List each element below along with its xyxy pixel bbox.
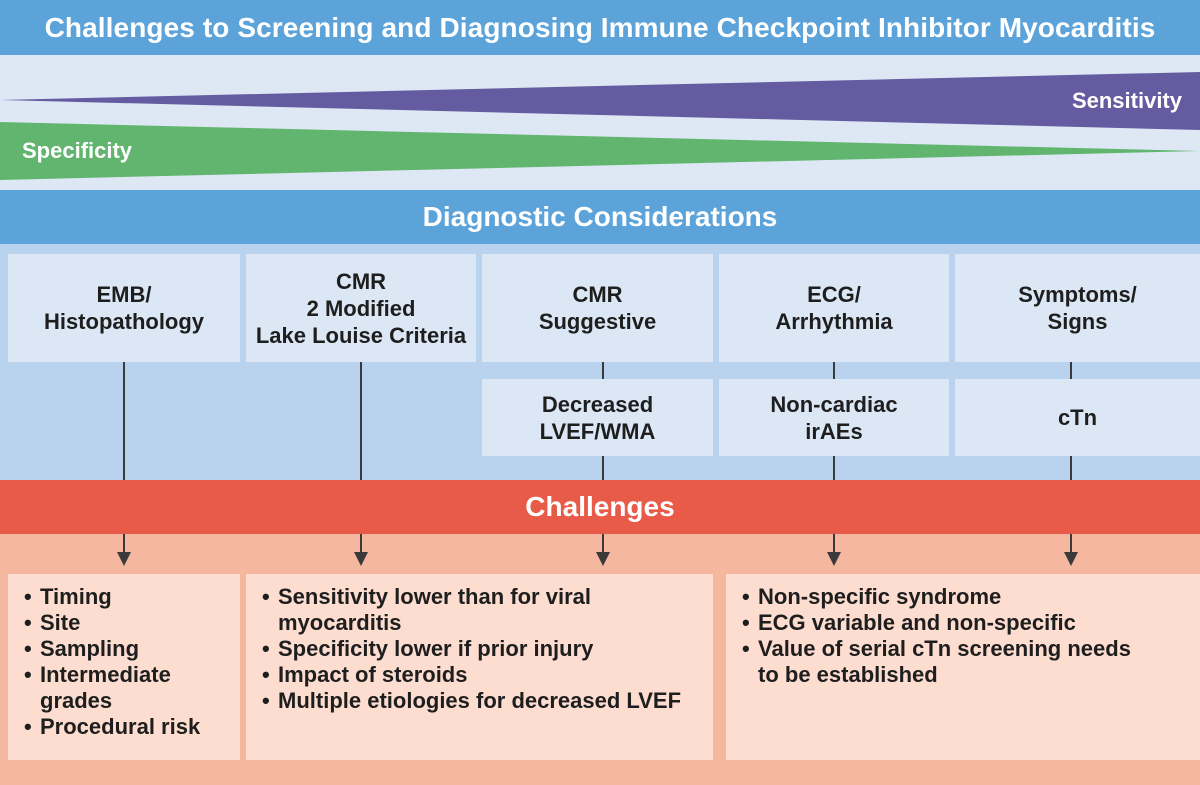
consideration-emb: EMB/ Histopathology — [8, 254, 240, 362]
consideration-ctn: cTn — [955, 379, 1200, 456]
diagnostic-considerations-header: Diagnostic Considerations — [0, 190, 1200, 244]
arrow-down-icon — [827, 552, 841, 566]
challenge-item: Impact of steroids — [260, 662, 713, 688]
connector-line — [602, 362, 604, 379]
challenge-box-clinical: Non-specific syndrome ECG variable and n… — [726, 574, 1200, 760]
arrow-line — [123, 534, 125, 554]
challenge-item: Specificity lower if prior injury — [260, 636, 713, 662]
challenge-item: Intermediate grades — [22, 662, 202, 714]
arrow-line — [833, 534, 835, 554]
challenge-item: Procedural risk — [22, 714, 240, 740]
diagram-title: Challenges to Screening and Diagnosing I… — [0, 0, 1200, 55]
specificity-label: Specificity — [22, 138, 133, 163]
sensitivity-specificity-gradient: Sensitivity Specificity — [0, 55, 1200, 190]
consideration-ecg: ECG/ Arrhythmia — [719, 254, 949, 362]
challenges-header: Challenges — [0, 480, 1200, 534]
consideration-decreased-lvef: Decreased LVEF/WMA — [482, 379, 713, 456]
connector-line — [123, 362, 125, 480]
arrow-line — [602, 534, 604, 554]
connector-line — [1070, 362, 1072, 379]
gradient-wedges — [0, 72, 1200, 180]
consideration-cmr-lake-louise: CMR 2 Modified Lake Louise Criteria — [246, 254, 476, 362]
arrow-down-icon — [117, 552, 131, 566]
challenge-list: Non-specific syndrome ECG variable and n… — [740, 584, 1200, 688]
connector-line — [360, 362, 362, 480]
challenge-box-emb: Timing Site Sampling Intermediate grades… — [8, 574, 240, 760]
challenge-list: Sensitivity lower than for viral myocard… — [260, 584, 713, 714]
consideration-symptoms: Symptoms/ Signs — [955, 254, 1200, 362]
challenge-item: Value of serial cTn screening needs to b… — [740, 636, 1140, 688]
challenge-list: Timing Site Sampling Intermediate grades… — [22, 584, 240, 740]
arrow-down-icon — [354, 552, 368, 566]
connector-line — [602, 456, 604, 480]
consideration-cmr-suggestive: CMR Suggestive — [482, 254, 713, 362]
connector-line — [833, 456, 835, 480]
specificity-wedge — [0, 122, 1200, 180]
consideration-noncardiac-iraes: Non-cardiac irAEs — [719, 379, 949, 456]
challenge-item: Sensitivity lower than for viral myocard… — [260, 584, 620, 636]
challenge-item: Sampling — [22, 636, 240, 662]
sensitivity-label: Sensitivity — [1071, 88, 1182, 113]
connector-line — [1070, 456, 1072, 480]
challenge-item: ECG variable and non-specific — [740, 610, 1200, 636]
arrow-line — [360, 534, 362, 554]
challenge-box-cmr: Sensitivity lower than for viral myocard… — [246, 574, 713, 760]
challenge-item: Timing — [22, 584, 240, 610]
arrow-down-icon — [596, 552, 610, 566]
challenge-item: Site — [22, 610, 240, 636]
arrow-down-icon — [1064, 552, 1078, 566]
challenge-item: Multiple etiologies for decreased LVEF — [260, 688, 713, 714]
connector-line — [833, 362, 835, 379]
sensitivity-wedge — [0, 72, 1200, 130]
challenge-item: Non-specific syndrome — [740, 584, 1200, 610]
arrow-line — [1070, 534, 1072, 554]
